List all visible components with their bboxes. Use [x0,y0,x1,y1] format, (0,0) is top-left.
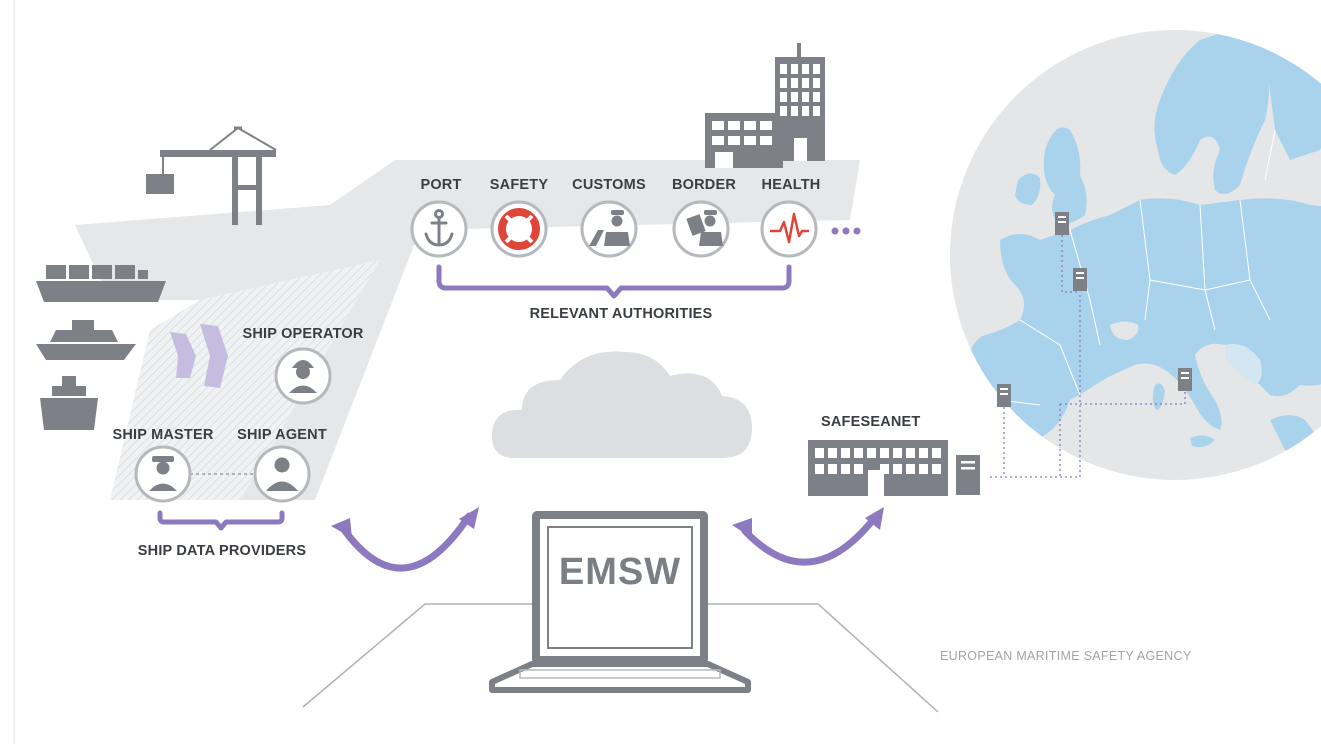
safeseanet-label: SAFESEANET [821,414,921,430]
office-buildings-icon [705,43,825,168]
europe-map [950,30,1321,480]
signal-waves-icon [170,324,228,388]
safeseanet-building-icon [808,440,980,496]
relevant-authorities-label: RELEVANT AUTHORITIES [530,306,713,322]
server-icons [997,212,1192,407]
arrowhead-right-1 [732,518,752,538]
authority-labels: PORT SAFETY CUSTOMS BORDER HEALTH [420,177,820,193]
cloud-icon [491,351,752,458]
health-label: HEALTH [762,177,821,193]
crane-icon [146,126,277,225]
ship-data-providers-label: SHIP DATA PROVIDERS [138,543,307,559]
ship-master-label: SHIP MASTER [112,427,213,443]
ship-to-emsw-arrow [341,512,473,572]
heartbeat-icon [760,200,818,258]
arrowhead-left-1 [331,518,352,538]
ship-agent-icon [253,445,311,503]
anchor-icon [410,200,468,258]
ship-operator-icon [274,347,332,405]
ship-master-icon [134,445,192,503]
customs-officer-icon [580,200,638,258]
border-label: BORDER [672,177,736,193]
arrowhead-left-2 [459,507,479,529]
port-ground [75,160,860,500]
agency-credit: EUROPEAN MARITIME SAFETY AGENCY [940,649,1192,663]
emsw-label: EMSW [559,551,681,593]
ship-data-bracket [157,510,285,531]
ship-agent-label: SHIP AGENT [237,427,327,443]
tanker-icon [40,376,98,430]
authorities-bracket [436,264,792,299]
emsw-to-safeseanet-arrow [741,512,880,566]
arrowhead-right-2 [865,507,884,530]
container-ship-icon [36,265,166,302]
safety-label: SAFETY [490,177,549,193]
more-authorities-ellipsis: ... [831,227,861,235]
lifebuoy-icon [490,200,548,258]
laptop-icon [489,511,751,693]
ship-operator-label: SHIP OPERATOR [242,326,363,342]
ferry-icon [36,320,136,360]
border-officer-icon [672,200,730,258]
customs-label: CUSTOMS [572,177,646,193]
port-label: PORT [420,177,461,193]
